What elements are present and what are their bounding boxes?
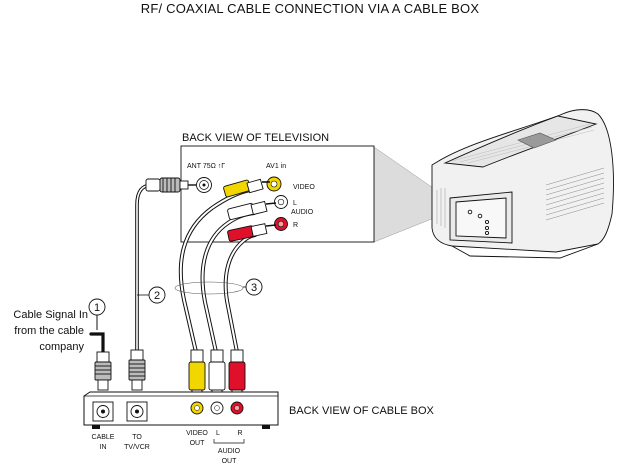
- callout-3: 3: [174, 278, 263, 296]
- tv-audio-l-jack[interactable]: [274, 195, 288, 209]
- box-video-out-jack[interactable]: [190, 401, 204, 415]
- audio-label: AUDIO: [291, 209, 314, 216]
- svg-text:3: 3: [251, 282, 257, 294]
- audio-l-plug-tv: [227, 200, 277, 220]
- cable-in-jack[interactable]: [92, 401, 114, 422]
- svg-text:1: 1: [94, 302, 100, 314]
- tv-video-jack[interactable]: [266, 176, 282, 192]
- callout-2: 2: [137, 286, 166, 304]
- video-label: VIDEO: [293, 184, 315, 191]
- cable-in-label-2: IN: [100, 444, 107, 451]
- television-illustration: [373, 109, 614, 259]
- video-plug-tv: [223, 178, 270, 198]
- cable-in-label-1: CABLE: [92, 434, 115, 441]
- ant-label: ANT 75Ω ↑Γ: [187, 163, 225, 170]
- ant-jack[interactable]: [196, 177, 212, 193]
- audio-r-plug-box: [228, 349, 246, 399]
- audio-l-plug-box: [208, 349, 226, 399]
- coax-cable: [135, 183, 152, 352]
- cable-signal-line-3: company: [39, 341, 84, 353]
- audio-out-l-label: L: [216, 430, 220, 437]
- incoming-cable: [89, 332, 105, 354]
- coax-plug-to-tvvcr: [128, 349, 146, 391]
- audio-out-label-2: OUT: [222, 458, 238, 465]
- audio-r-plug-tv: [227, 223, 277, 242]
- coax-plug-tv: [145, 177, 196, 193]
- l-label: L: [293, 200, 297, 207]
- audio-out-label-1: AUDIO: [218, 448, 241, 455]
- video-plug-box: [188, 349, 206, 399]
- coax-plug-cable-in: [94, 351, 112, 391]
- r-label: R: [293, 222, 298, 229]
- tv-audio-r-jack[interactable]: [274, 217, 288, 231]
- to-tvvcr-jack[interactable]: [126, 401, 148, 422]
- audio-out-bracket: [213, 439, 245, 444]
- diagram-title: RF/ COAXIAL CABLE CONNECTION VIA A CABLE…: [141, 1, 480, 16]
- cable-signal-line-1: Cable Signal In: [13, 309, 88, 321]
- to-tvvcr-label-2: TV/VCR: [124, 444, 150, 451]
- callout-1: 1: [88, 298, 106, 330]
- projection-shade: [373, 146, 437, 243]
- tv-panel-heading: BACK VIEW OF TELEVISION: [182, 132, 329, 144]
- video-out-label-1: VIDEO: [186, 430, 208, 437]
- to-tvvcr-label-1: TO: [132, 434, 142, 441]
- cable-signal-line-2: from the cable: [14, 325, 84, 337]
- box-audio-l-jack[interactable]: [210, 401, 224, 415]
- video-out-label-2: OUT: [190, 440, 206, 447]
- svg-text:2: 2: [154, 290, 160, 302]
- box-audio-r-jack[interactable]: [230, 401, 244, 415]
- av1-label: AV1 in: [266, 163, 286, 170]
- audio-out-r-label: R: [237, 430, 242, 437]
- cable-box-heading: BACK VIEW OF CABLE BOX: [289, 405, 435, 417]
